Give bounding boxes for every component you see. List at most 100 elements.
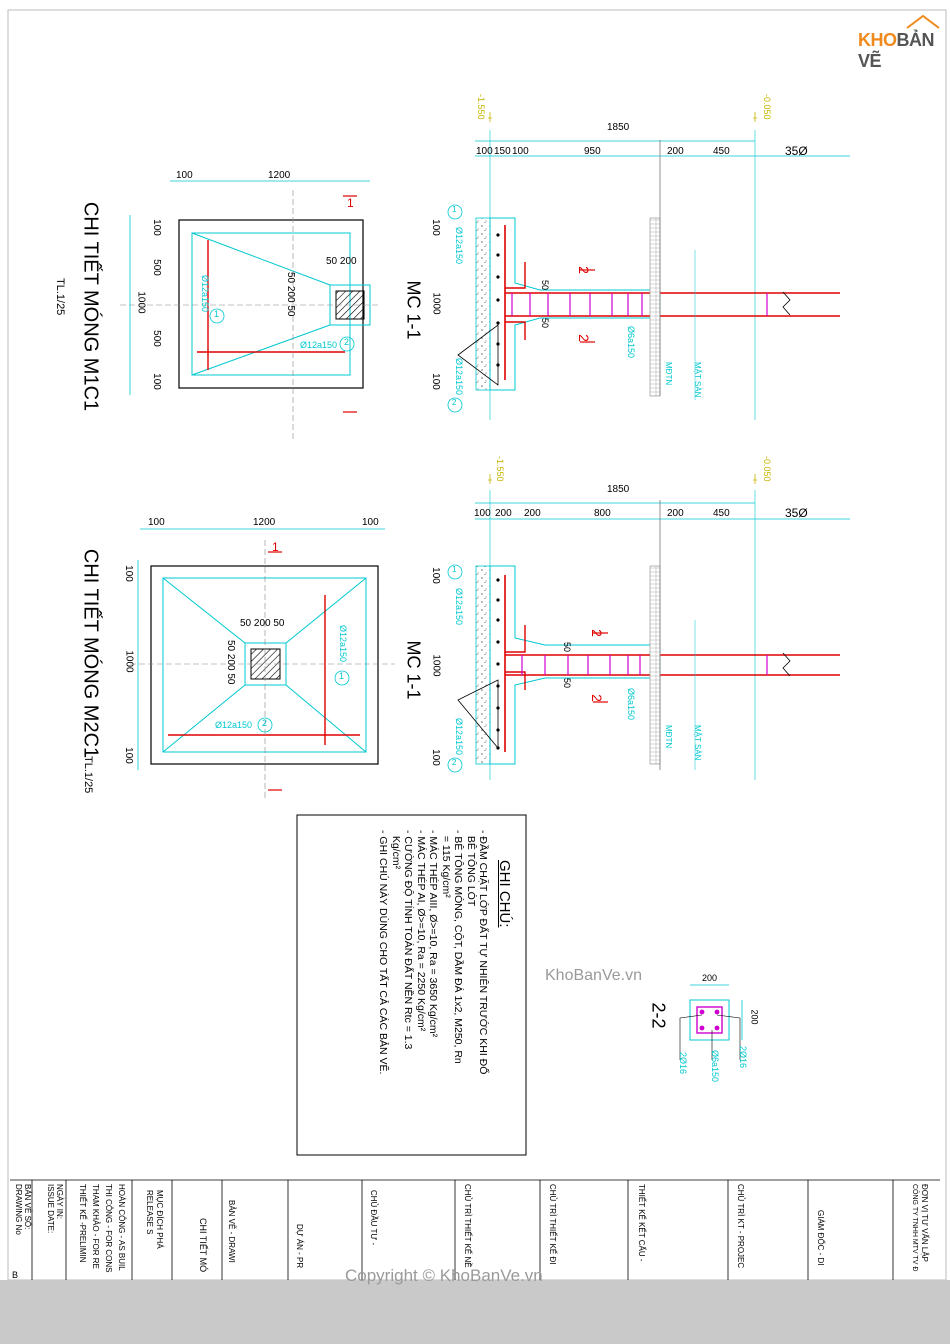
tb-drawing-no-label: BẢN VẼ SỐ: (23, 1184, 32, 1230)
m2c1-inner-left: 50 200 50 (225, 640, 236, 685)
m2c1-bar2: Ø12a150 (215, 720, 253, 730)
logo-part2: BẢN VẼ (858, 30, 935, 71)
note-line-8: - GHI CHÚ NÀY DÙNG CHO TẤT CẢ CÁC BẢN VẼ… (377, 830, 390, 1075)
m1c1-dim-left-4: 100 (150, 373, 162, 390)
m2c1-dim-left-2: 100 (122, 747, 134, 764)
mc-top-dim-3: 950 (584, 146, 601, 157)
m1c1-plan (120, 180, 380, 440)
mc-bottom-section (447, 474, 850, 780)
mc-bottom-gap1: 50 (562, 641, 573, 653)
tb-consultant-label: ĐƠN VỊ TƯ VẤN LẬP (920, 1184, 929, 1263)
logo: KHOBẢN VẼ (858, 30, 950, 72)
tb-col-7: DỰ ÁN - PR (295, 1224, 304, 1268)
tb-structural-design: THIẾT KẾ KẾT CẤU - (637, 1184, 646, 1262)
logo-roof-icon (906, 14, 940, 29)
sec22-bottom-bar: 2Ø16 (678, 1052, 688, 1075)
mc-bottom-mark2: 2 (452, 758, 457, 767)
mc-bottom-stirrup: Ø6a150 (626, 688, 636, 721)
note-line-3: = 115 Kg/cm² (440, 830, 452, 898)
sec22-title: 2-2 (648, 1002, 669, 1029)
mc-top-gap1: 50 (540, 279, 551, 291)
tb-col-4: MỤC ĐÍCH PHÁ RELEASE S (144, 1190, 164, 1249)
title-block (10, 1179, 940, 1280)
mc-bottom-side-1: 1000 (430, 654, 442, 677)
tb-col-11: THIẾT KẾ KẾT CẤU - (637, 1184, 646, 1262)
tb-chief-design-electrical: CHỦ TRÌ THIẾT KẾ ĐI (548, 1184, 557, 1265)
m2c1-bar1: Ø12a150 (338, 625, 348, 663)
tb-director: GIÁM ĐỐC - DI (816, 1210, 825, 1266)
tb-release-label-en: RELEASE S (145, 1190, 154, 1235)
m2c1-mark2: 2 (262, 718, 268, 728)
m2c1-dim-top-0: 100 (148, 517, 165, 528)
mc-top-ground: MĐTN (664, 362, 673, 386)
mc-top-dim-2: 100 (512, 146, 529, 157)
tb-issue-date-label: NGÀY IN: (55, 1184, 64, 1219)
note-line-4: - MÁC THÉP AIII, Ø>=10, Ra = 3650 Kg/cm² (427, 830, 440, 1038)
m1c1-dim-left-0: 100 (150, 219, 162, 236)
mc-bottom-bar-bottom: Ø12a150 (454, 718, 464, 756)
note-line-7: Kg/cm² (390, 830, 402, 870)
m1c1-section-mark-top: 1 (347, 196, 354, 210)
tb-col-12: CHỦ TRÌ KT - PROJEC (736, 1184, 745, 1268)
notes-content: GHI CHÚ: - ĐẦM CHẶT LỚP ĐẤT TỰ NHIÊN TRƯ… (310, 830, 514, 1130)
tb-purpose-preliminary: THIẾT KẾ -PRELIMIN (78, 1184, 87, 1263)
mc-bottom-title: MC 1-1 (403, 640, 424, 700)
logo-part1: KHO (858, 30, 897, 50)
m2c1-scale: TL.1/25 (82, 756, 94, 794)
mc-bottom-gap2: 50 (562, 677, 573, 689)
tb-drawing-label: BẢN VẼ - DRAWI (227, 1200, 236, 1263)
m1c1-dim-left-3: 500 (150, 330, 162, 347)
mc-top-mark2: 2 (452, 398, 457, 407)
m1c1-bar1: Ø12a150 (200, 275, 210, 313)
mc-bottom-dim-4: 200 (667, 508, 684, 519)
mc-top-level-right: -0.050 (762, 94, 772, 120)
mc-top-side-0: 100 (429, 219, 441, 236)
mc-top-side-2: 100 (429, 373, 441, 390)
watermark-center: KhoBanVe.vn (545, 967, 642, 984)
tb-col-15: B (12, 1270, 18, 1280)
mc-bottom-side-2: 100 (429, 749, 441, 766)
tb-drawing-name: CHI TIẾT MÓ (198, 1218, 208, 1273)
tb-col-10: CHỦ TRÌ THIẾT KẾ ĐI (548, 1184, 557, 1264)
tb-col-9: CHỦ TRÌ THIẾT KẾ NỀ (463, 1184, 472, 1268)
bottom-grey-band (0, 1280, 950, 1344)
m1c1-dim-left-2: 1000 (135, 291, 147, 314)
mc-bottom-dim-6: 35Ø (785, 506, 808, 520)
m1c1-dim-top-1: 1200 (268, 170, 291, 181)
mc-top-bar-top: Ø12a150 (454, 227, 464, 265)
mc-bottom-dim-2: 200 (524, 508, 541, 519)
sec22-width: 200 (702, 973, 718, 983)
m1c1-dim-left-1: 500 (150, 259, 162, 276)
tb-drawing-no-label-en: DRAWING No (14, 1184, 23, 1235)
note-line-5: - MÁC THÉP AI, Ø>=10, Ra = 2250 Kg/cm² (415, 830, 427, 1032)
m1c1-inner-dim-0: 50 200 (326, 256, 357, 267)
mc-top-level-left: -1.550 (476, 94, 486, 120)
m1c1-inner-dim-1: 50 200 50 (285, 272, 296, 317)
m2c1-dim-left-0: 100 (122, 565, 134, 582)
section-2-2 (679, 984, 743, 1060)
notes-box (296, 814, 527, 1156)
tb-col-5: CHI TIẾT MÓ (198, 1218, 208, 1272)
notes-title: GHI CHÚ: (496, 860, 513, 928)
m2c1-dim-top-2: 100 (362, 517, 379, 528)
m1c1-scale: TL.1/25 (54, 278, 66, 316)
tb-col-2: NGÀY IN: ISSUE DATE: (46, 1184, 64, 1233)
tb-consultant-company: CÔNG TY TNHH MTV TV Đ (911, 1184, 918, 1272)
mc-bottom-level-left: -1.550 (495, 456, 505, 482)
mc-top-floor: MẶT SÀN (693, 362, 702, 398)
mc-top-sec2-top: 2 (575, 266, 592, 274)
mc-top-section (447, 112, 850, 420)
tb-sheet-letter: B (12, 1270, 19, 1280)
mc-bottom-side-0: 100 (429, 567, 441, 584)
m2c1-title: CHI TIẾT MÓNG M2C1 (79, 548, 102, 759)
m1c1-dim-top-0: 100 (176, 170, 193, 181)
tb-col-6: BẢN VẼ - DRAWI (227, 1200, 236, 1263)
mc-bottom-dim-0: 100 (474, 508, 491, 519)
tb-project-manager: CHỦ TRÌ KT - PROJEC (736, 1184, 745, 1269)
sec22-height: 200 (749, 1009, 760, 1025)
tb-col-1: BẢN VẼ SỐ: DRAWING No (14, 1184, 32, 1235)
m2c1-plan (130, 528, 395, 800)
mc-top-bar-bottom: Ø12a150 (454, 358, 464, 396)
mc-top-side-1: 1000 (430, 292, 442, 315)
